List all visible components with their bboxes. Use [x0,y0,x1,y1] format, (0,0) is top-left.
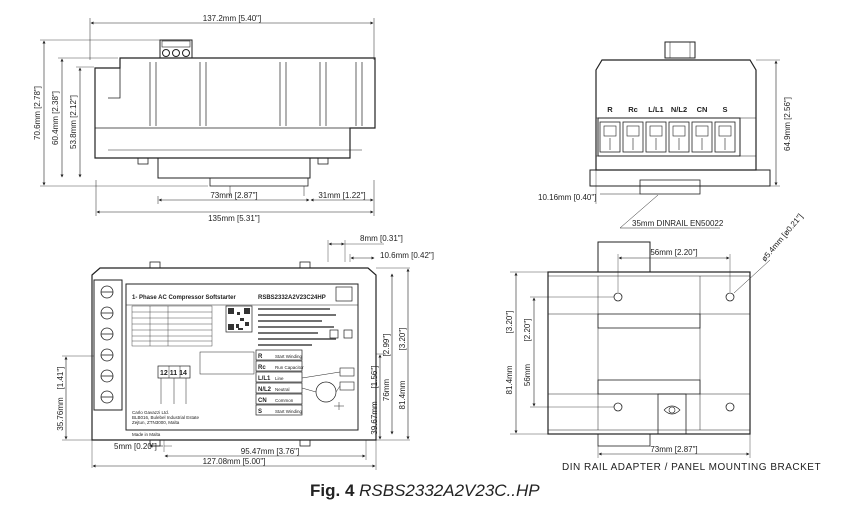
top-left-view [40,18,376,216]
dim-left-35-76: 35.76mm [56,397,65,431]
plate-term-cn: CN [258,398,267,404]
dim-height-64-9: 64.9mm [2.56"] [783,97,792,151]
terminal-r: R [607,105,613,114]
dim-left-1-41: [1.41"] [56,367,65,390]
bottom-left-dimension-labels: 8mm [0.31"] 10.6mm [0.42"] [3.20"] [2.99… [56,234,434,466]
dim-bottom-127-08: 127.08mm [5.00"] [203,457,266,466]
terminal-rc: Rc [628,105,638,114]
plate-desc-l: Line [275,376,284,381]
dim-left-56: 56mm [523,364,532,387]
plate-desc-r: Start Winding [275,354,303,359]
dim-left-2-20: [2.20"] [523,319,532,342]
label-plate-text: 1- Phase AC Compressor Softstarter RSBS2… [132,295,326,437]
dim-offset-31: 31mm [1.22"] [318,191,365,200]
plate-desc-cn: Common [275,398,294,403]
figure-caption: Fig. 4 RSBS2332A2V23C..HP [310,481,540,501]
plate-model: RSBS2332A2V23C24HP [258,295,326,301]
plate-term-s: S [258,409,262,415]
plate-led-row: 12 11 14 [160,370,187,377]
plate-made-in: Made in Malta [132,432,161,437]
dim-bottom-5: 5mm [0.20"] [114,442,157,451]
bottom-left-view [62,240,410,470]
dim-top-8: 8mm [0.31"] [360,234,403,243]
top-left-dimension-labels: 137.2mm [5.40"] 70.6mm [2.78"] 60.4mm [2… [33,14,366,223]
dim-h-39-67: 39.67mm [370,401,379,435]
dim-dinrail: 35mm DINRAIL EN50022 [632,219,724,228]
dim-h-3-20: [3.20"] [398,328,407,351]
bottom-right-dimension-labels: 56mm [2.20"] ø5.4mm [ø0.21"] [3.20"] 81.… [505,212,805,454]
dim-height-overall: 70.6mm [2.78"] [33,86,42,140]
figure-number: Fig. 4 [310,481,355,500]
figure-model: RSBS2332A2V23C..HP [359,481,540,500]
plate-desc-n: Neutral [275,387,290,392]
dim-top-56: 56mm [2.20"] [650,248,697,257]
dim-width-overall: 137.2mm [5.40"] [203,14,261,23]
dim-h-1-56: [1.56"] [370,366,379,389]
bottom-right-view [510,241,771,458]
dim-bottom-73: 73mm [2.87"] [650,445,697,454]
top-right-view [589,41,780,229]
dim-left-81-4: 81.4mm [505,365,514,394]
dim-h-76: 76mm [382,379,391,402]
terminal-n-l2: N/L2 [671,105,687,114]
plate-maker-3: Zejtun, ZTN3000, Malta [132,420,180,425]
plate-term-r: R [258,354,263,360]
plate-term-n-l2: N/L2 [258,387,272,393]
terminal-labels: R Rc L/L1 N/L2 CN S [607,105,727,114]
dim-top-10-6: 10.6mm [0.42"] [380,251,434,260]
plate-term-l-l1: L/L1 [258,376,271,382]
plate-maker-2: BLB016, Bulebel Industrial Estate [132,415,200,420]
top-right-dimension-labels: 64.9mm [2.56"] 10.16mm [0.40"] 35mm DINR… [538,97,792,228]
plate-maker-1: Carlo Gavazzi Ltd. [132,410,169,415]
plate-term-rc: Rc [258,365,266,371]
dim-h-81-4: 81.4mm [398,380,407,409]
plate-desc-s: Start Winding [275,409,303,414]
dim-rail-offset: 10.16mm [0.40"] [538,193,596,202]
plate-title: 1- Phase AC Compressor Softstarter [132,295,236,301]
plate-desc-rc: Run Capacitor [275,365,304,370]
terminal-s: S [722,105,727,114]
dim-left-3-20: [3.20"] [505,311,514,334]
dim-bottom-95-47: 95.47mm [3.76"] [241,447,299,456]
dim-hole: ø5.4mm [ø0.21"] [760,212,805,263]
din-rail-caption: DIN RAIL ADAPTER / PANEL MOUNTING BRACKE… [562,462,822,473]
dim-height-mid: 60.4mm [2.38"] [51,91,60,145]
dim-base-135: 135mm [5.31"] [208,214,260,223]
dim-h-2-99: [2.99"] [382,334,391,357]
terminal-l-l1: L/L1 [648,105,663,114]
dim-base-73: 73mm [2.87"] [210,191,257,200]
terminal-cn: CN [697,105,708,114]
dim-height-body: 53.8mm [2.12"] [69,95,78,149]
